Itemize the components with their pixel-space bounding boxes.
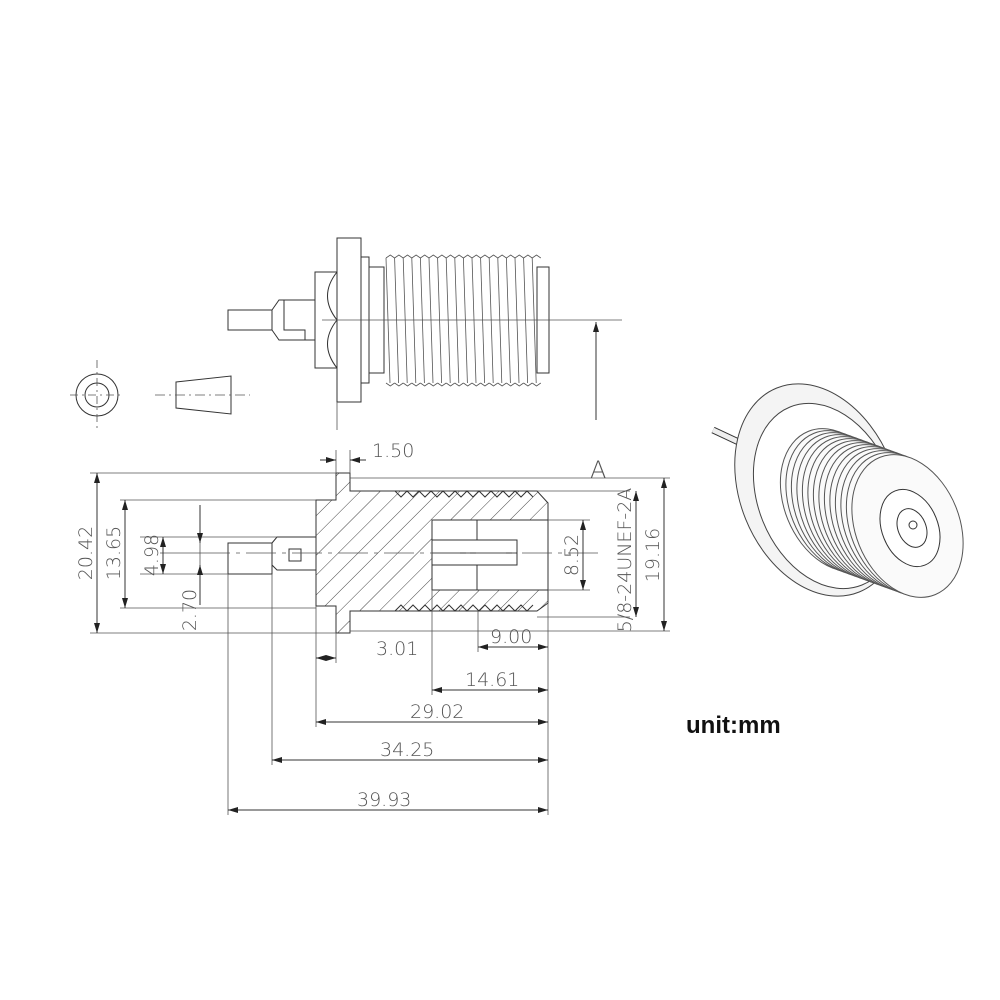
dim-overall-length: 39.93 (357, 789, 411, 811)
extension-lines (90, 450, 670, 815)
side-view (227, 237, 622, 430)
dim-pin-shoulder: 4.98 (141, 534, 163, 576)
unit-label: unit:mm (686, 712, 781, 739)
dim-hex-height: 13.65 (103, 526, 125, 580)
dim-overall-height: 20.42 (75, 526, 97, 580)
section-label: A (590, 456, 606, 484)
dim-pin-dia: 2.70 (179, 589, 201, 631)
dim-flange-dia: 19.16 (642, 528, 664, 582)
dim-nut-length: 3.01 (376, 638, 418, 660)
dimension-lines (94, 457, 667, 813)
dim-body-length: 29.02 (410, 701, 464, 723)
dim-bore-dia: 8.52 (561, 534, 583, 576)
dim-thread-depth: 9.00 (490, 626, 532, 648)
ferrule (155, 375, 250, 415)
thread-spec: 5/8-24UNEF-2A (614, 488, 636, 633)
end-view (70, 360, 124, 430)
dim-flange-thickness: 1.50 (372, 440, 414, 462)
section-view (200, 472, 600, 634)
connector-3d-view (711, 383, 964, 598)
dim-bore-length: 14.61 (465, 669, 519, 691)
dim-length-to-pin: 34.25 (380, 739, 434, 761)
